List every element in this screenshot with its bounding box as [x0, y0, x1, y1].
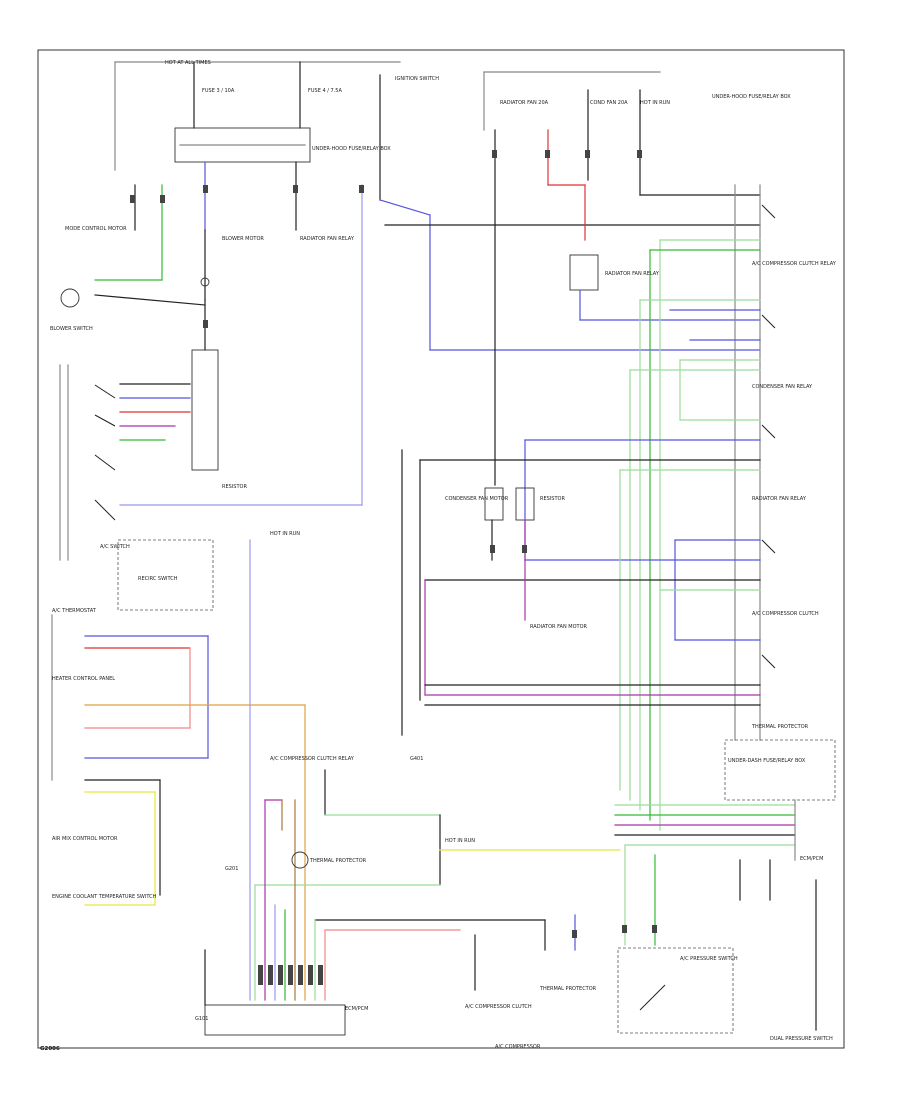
right-relay-stack: A/C COMPRESSOR CLUTCH RELAY CONDENSER FA… [401, 184, 837, 831]
ac-compressor-clutch-relay-label-2: A/C COMPRESSOR CLUTCH RELAY [270, 756, 355, 762]
dual-pressure-label: DUAL PRESSURE SWITCH [770, 1036, 833, 1042]
ac-thermostat-label: A/C THERMOSTAT [52, 608, 97, 614]
thermal-protector-label-2: THERMAL PROTECTOR [309, 858, 367, 864]
radiator-relay-box [569, 254, 599, 291]
compressor-clutch-label: A/C COMPRESSOR CLUTCH [752, 611, 819, 617]
air-mix-label: AIR MIX CONTROL MOTOR [52, 836, 118, 842]
blower-switch-area: MODE CONTROL MOTOR BLOWER SWITCH A/C SWI… [50, 184, 363, 611]
thermal-protector-bottom-label: THERMAL PROTECTOR [539, 986, 597, 992]
ac-switch-label: A/C SWITCH [100, 544, 130, 550]
radiator-fan-relay-right-label: RADIATOR FAN RELAY [752, 496, 807, 502]
ground-g401-label: G401 [410, 756, 423, 762]
hot-in-run-label-2: HOT IN RUN [640, 100, 670, 106]
condenser-motor-box [484, 487, 504, 521]
ac-compressor-label: A/C COMPRESSOR [495, 1044, 541, 1050]
underhood-fuse-box [174, 127, 311, 163]
diagram-frame [37, 49, 845, 1049]
blower-motor-label: BLOWER MOTOR [222, 236, 264, 242]
hot-at-all-times-label: HOT AT ALL TIMES [165, 60, 211, 66]
ac-compressor-relay-label: A/C COMPRESSOR CLUTCH RELAY [752, 261, 837, 267]
fuse-section-top-left: HOT AT ALL TIMES FUSE 3 / 10A FUSE 4 / 7… [114, 60, 401, 490]
thermal-protector-label: THERMAL PROTECTOR [751, 724, 809, 730]
blower-switch-label: BLOWER SWITCH [50, 326, 93, 332]
cond-fuse-label: COND FAN 20A [590, 100, 628, 106]
connector-markers [130, 150, 657, 985]
condenser-fan-relay-label: CONDENSER FAN RELAY [752, 384, 813, 390]
underhood-box-label-2: UNDER-HOOD FUSE/RELAY BOX [712, 94, 791, 100]
ecm-connector-box [204, 1004, 346, 1036]
ac-switch-box [117, 539, 214, 611]
hot-in-run-label-3: HOT IN RUN [445, 838, 475, 844]
underhood-box-label: UNDER-HOOD FUSE/RELAY BOX [312, 146, 391, 152]
dash-fuse-box-label: UNDER-DASH FUSE/RELAY BOX [728, 758, 806, 764]
resistor-label-2: RESISTOR [540, 496, 565, 502]
pressure-switch-box [617, 947, 734, 1034]
thermal-protector-symbol [291, 851, 309, 869]
radiator-fan-label: RADIATOR FAN RELAY [300, 236, 355, 242]
center-trunk-wires: HOT IN RUN IGNITION SWITCH [249, 74, 761, 1001]
radiator-fan-relay-label: RADIATOR FAN RELAY [605, 271, 660, 277]
ecm-pcm-label: ECM/PCM [345, 1006, 368, 1012]
hot-in-run-label: HOT IN RUN [270, 531, 300, 537]
resistor-block [191, 349, 219, 471]
radiator-fuse-label: RADIATOR FAN 20A [500, 100, 549, 106]
mode-control-label: MODE CONTROL MOTOR [65, 226, 127, 232]
top-middle-relay-area: RADIATOR FAN 20A COND FAN 20A HOT IN RUN… [483, 71, 791, 486]
recirc-switch-label: RECIRC SWITCH [138, 576, 178, 582]
engine-coolant-label: ENGINE COOLANT TEMPERATURE SWITCH [52, 894, 157, 900]
condenser-area: CONDENSER FAN MOTOR RESISTOR RADIATOR FA… [410, 487, 588, 762]
resistor-label: RESISTOR [222, 484, 247, 490]
ac-pressure-switch-label: A/C PRESSURE SWITCH [680, 956, 738, 962]
ground-g201-label: G201 [225, 866, 238, 872]
mode-motor-symbol [60, 288, 80, 308]
right-bottom-box [724, 739, 836, 801]
condenser-fan-motor-label: CONDENSER FAN MOTOR [445, 496, 509, 502]
compressor-clutch-bottom-label: A/C COMPRESSOR CLUTCH [465, 1004, 532, 1010]
heater-control-panel: A/C THERMOSTAT HEATER CONTROL PANEL AIR … [51, 608, 306, 1001]
fuse1-label: FUSE 3 / 10A [202, 88, 235, 94]
ignition-switch-label: IGNITION SWITCH [395, 76, 439, 82]
ground-g101-label: G101 [195, 1016, 208, 1022]
fuse2-label: FUSE 4 / 7.5A [308, 88, 342, 94]
bottom-center-area: A/C COMPRESSOR CLUTCH RELAY HOT IN RUN T… [195, 756, 621, 1050]
revision-label: G2006 [40, 1046, 60, 1052]
heater-panel-label: HEATER CONTROL PANEL [52, 676, 115, 682]
ecm-label: ECM/PCM [800, 856, 823, 862]
right-bottom-area: UNDER-DASH FUSE/RELAY BOX ECM/PCM A/C PR… [614, 739, 836, 1042]
radiator-fan-motor-label: RADIATOR FAN MOTOR [530, 624, 588, 630]
